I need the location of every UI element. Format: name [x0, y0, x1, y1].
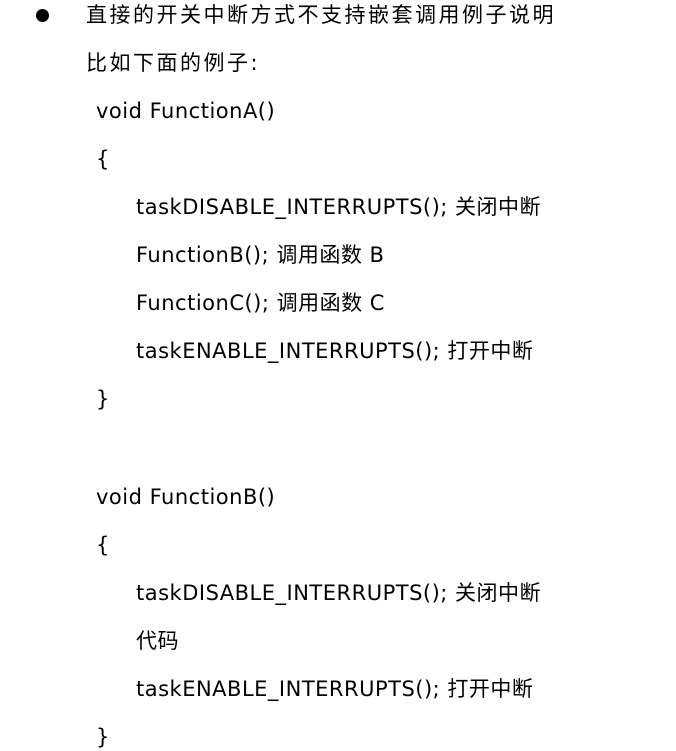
code-line: FunctionB(); 调用函数 B [136, 243, 385, 267]
function-a-signature: void FunctionA() [96, 99, 276, 123]
function-a-open-brace: { [96, 147, 110, 171]
function-b-close-brace: } [96, 725, 110, 749]
code-line: FunctionC(); 调用函数 C [136, 291, 385, 315]
code-line: 代码 [136, 629, 179, 653]
code-line: taskENABLE_INTERRUPTS(); 打开中断 [136, 677, 534, 701]
function-a-close-brace: } [96, 387, 110, 411]
code-line: taskDISABLE_INTERRUPTS(); 关闭中断 [136, 195, 542, 219]
code-line: taskENABLE_INTERRUPTS(); 打开中断 [136, 339, 534, 363]
intro-text: 比如下面的例子: [86, 51, 261, 75]
function-b-signature: void FunctionB() [96, 485, 276, 509]
code-line: taskDISABLE_INTERRUPTS(); 关闭中断 [136, 581, 542, 605]
bullet-dot-icon [36, 9, 49, 22]
bullet-heading: 直接的开关中断方式不支持嵌套调用例子说明 [86, 3, 556, 27]
function-b-open-brace: { [96, 533, 110, 557]
